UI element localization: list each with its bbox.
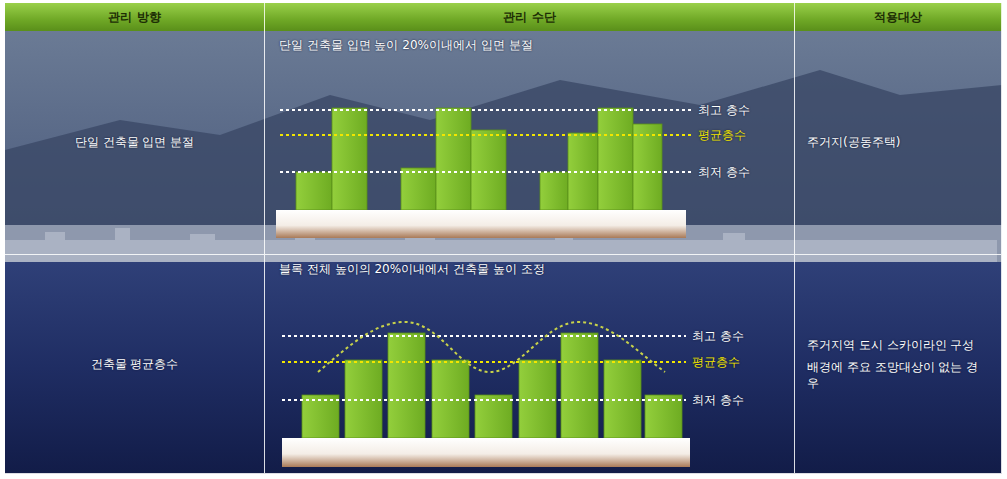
table-cell: 주거지(공동주택) — [795, 31, 1002, 255]
cell-text: 단일 건축물 입면 높이 20%이내에서 입면 분절 — [279, 37, 533, 53]
cell-text: 관리 수단 — [503, 9, 555, 25]
header-cell: 관리 수단 — [265, 3, 795, 31]
level-label: 최고 층수 — [698, 102, 750, 119]
header-cell: 적용대상 — [795, 3, 1002, 31]
bar — [598, 108, 633, 210]
bar — [604, 360, 641, 438]
bar — [633, 124, 662, 210]
avg-line — [280, 134, 692, 136]
min-line — [282, 399, 686, 401]
max-line — [280, 109, 692, 111]
cell-text: 단일 건축물 입면 분절 — [75, 134, 194, 150]
level-label: 최고 층수 — [692, 328, 744, 345]
cell-text: 적용대상 — [874, 9, 922, 25]
bar — [302, 395, 339, 438]
max-line — [282, 335, 686, 337]
cell-text: 건축물 평균층수 — [91, 356, 179, 372]
level-label: 평균층수 — [692, 354, 740, 371]
bar — [296, 172, 332, 210]
cell-text: 주거지(공동주택) — [807, 134, 900, 150]
bar — [645, 395, 682, 438]
table-cell: 건축물 평균층수 — [5, 255, 265, 474]
bar — [561, 333, 598, 438]
cell-text: 블록 전체 높이의 20%이내에서 건축물 높이 조정 — [279, 261, 545, 277]
chart-skyline — [282, 322, 690, 467]
bar — [388, 333, 425, 438]
bar — [332, 108, 367, 210]
sky — [5, 3, 1002, 474]
cell-text: 관리 방향 — [108, 9, 160, 25]
header-cell: 관리 방향 — [5, 3, 265, 31]
bar — [471, 130, 506, 210]
skyline-curve — [318, 322, 665, 372]
chart-facade — [276, 108, 692, 238]
level-label: 최저 층수 — [692, 392, 744, 409]
ground-slab — [276, 210, 686, 238]
min-line — [280, 171, 692, 173]
bar — [540, 172, 568, 210]
ground-slab — [282, 438, 690, 467]
level-label: 최저 층수 — [698, 164, 750, 181]
scenery — [5, 3, 1002, 474]
level-label: 평균층수 — [698, 127, 746, 144]
bar — [475, 395, 512, 438]
table-cell: 단일 건축물 입면 높이 20%이내에서 입면 분절 — [265, 31, 795, 255]
bar — [436, 108, 471, 210]
cell-text: 배경에 주요 조망대상이 없는 경우 — [807, 359, 989, 391]
avg-line — [282, 361, 686, 363]
table-cell: 단일 건축물 입면 분절 — [5, 31, 265, 255]
table-cell: 주거지역 도시 스카이라인 구성배경에 주요 조망대상이 없는 경우 — [795, 255, 1002, 474]
cell-text: 주거지역 도시 스카이라인 구성 — [807, 337, 974, 353]
sea — [5, 262, 1002, 474]
bar — [401, 168, 436, 210]
